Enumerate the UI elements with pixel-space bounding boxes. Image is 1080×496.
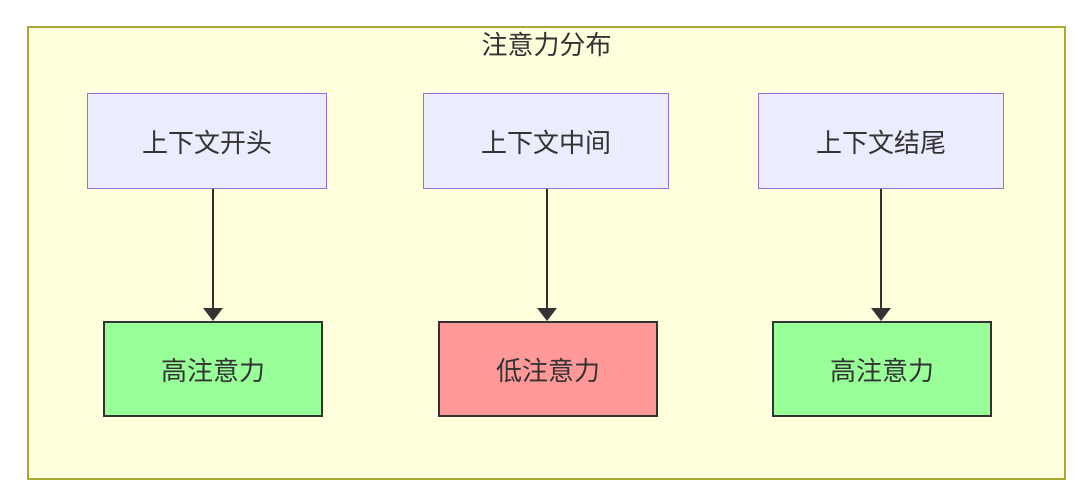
node-context-start-label: 上下文开头 [141, 127, 272, 158]
edge-arrow-end [871, 189, 891, 321]
node-low-attention-label: 低注意力 [495, 355, 600, 386]
subgraph-attention-distribution: 注意力分布 上下文开头 上下文中间 上下文结尾 高注意力 低 [27, 26, 1066, 480]
node-context-end: 上下文结尾 [758, 93, 1004, 189]
node-high-attention-2-label: 高注意力 [829, 355, 934, 386]
node-high-attention-2: 高注意力 [772, 321, 992, 417]
edge-line [212, 189, 214, 309]
diagram-title: 注意力分布 [481, 30, 612, 60]
node-low-attention: 低注意力 [438, 321, 658, 417]
edge-line [880, 189, 882, 309]
arrowhead-down-icon [203, 308, 223, 321]
arrowhead-down-icon [537, 308, 557, 321]
node-context-end-label: 上下文结尾 [815, 127, 946, 158]
node-context-middle-label: 上下文中间 [480, 127, 611, 158]
node-high-attention-1-label: 高注意力 [160, 355, 265, 386]
edge-line [546, 189, 548, 309]
node-context-middle: 上下文中间 [423, 93, 669, 189]
node-context-start: 上下文开头 [87, 93, 327, 189]
edge-arrow-middle [537, 189, 557, 321]
node-high-attention-1: 高注意力 [103, 321, 323, 417]
arrowhead-down-icon [871, 308, 891, 321]
edge-arrow-start [203, 189, 223, 321]
